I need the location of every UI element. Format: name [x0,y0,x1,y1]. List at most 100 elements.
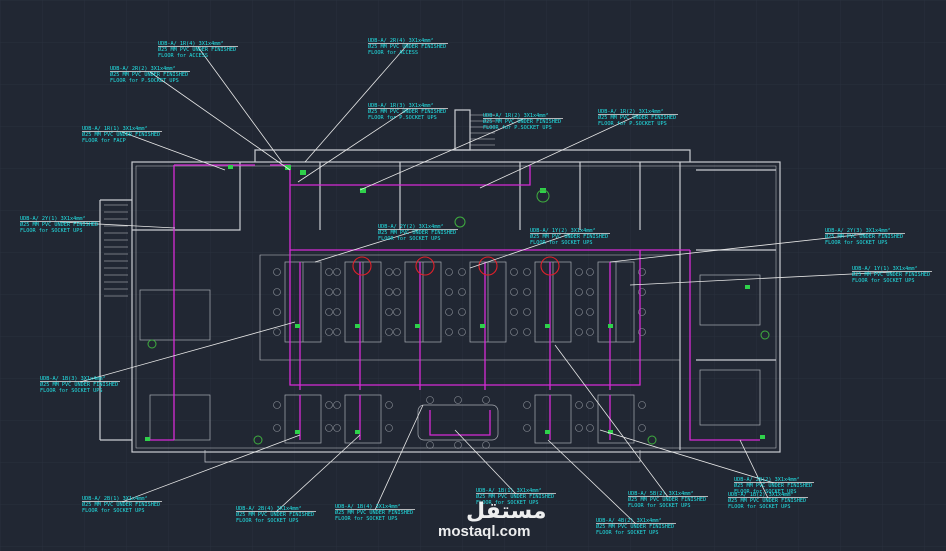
cable-label-line: Ø25 MM PVC UNDER FINISHED [368,43,446,50]
cable-label-line: UDB-A/ 2B(4) 3X1x4mm² [236,506,302,512]
leader-line [359,118,524,191]
cable-label-line: Ø25 MM PVC UNDER FINISHED [20,221,98,228]
cable-label-line: UDB-A/ 2B(1) 3X1x4mm² [82,496,148,502]
plant-symbols [147,189,770,445]
cable-label-line: UDB-A/ 1B(3) 3X1x4mm² [40,376,106,382]
leader-line [121,434,301,503]
cable-label-line: Ø25 MM PVC UNDER FINISHED [734,482,812,489]
cable-label-line: Ø25 MM PVC UNDER FINISHED [728,497,806,504]
cable-label-line: UDB-A/ 2R(4) 3X1x4mm² [368,38,434,44]
red-markers [352,256,560,276]
staircase [104,114,495,297]
cable-label-line: FLOOR for SOCKET UPS [530,240,592,246]
cable-label-line: FLOOR for SOCKET UPS [825,240,887,246]
cable-label-line: UDB-A/ 1R(4) 3X1x4mm² [158,41,224,47]
cable-label-line: FLOOR for P.SOCKET UPS [368,115,437,121]
cable-label-line: Ø25 MM PVC UNDER FINISHED [628,496,706,503]
leader-line [275,434,361,513]
cable-label-line: FLOOR for SOCKET UPS [596,530,658,536]
cable-label-line: Ø25 MM PVC UNDER FINISHED [40,381,118,388]
cable-label-line: UDB-A/ 1R(2) 3X1x4mm² [598,109,664,115]
cable-label-line: UDB-A/ 2R(2) 3X1x4mm² [110,66,176,72]
leader-line [197,46,283,163]
label-leaders [20,43,932,525]
cable-label-line: FLOOR for SOCKET UPS [82,508,144,514]
cable-label-line: Ø25 MM PVC UNDER FINISHED [335,509,413,516]
leader-line [479,114,639,189]
leader-line [547,439,637,525]
leader-line [374,404,424,511]
cable-label-line: FLOOR for P.SOCKET UPS [110,78,179,84]
leader-line [609,233,866,263]
cable-label-line: UDB-A/ 2Y(2) 3X1x4mm² [378,224,444,230]
cable-label-line: Ø25 MM PVC UNDER FINISHED [825,233,903,240]
cable-label-line: Ø25 MM PVC UNDER FINISHED [82,131,160,138]
cable-label-line: UDB-A/ 1B(2) 3X1x4mm² [728,492,794,498]
cable-label-line: FLOOR for SOCKET UPS [628,503,690,509]
cable-label-line: Ø25 MM PVC UNDER FINISHED [483,118,561,125]
cable-label-line: Ø25 MM PVC UNDER FINISHED [598,114,676,121]
cable-label-line: Ø25 MM PVC UNDER FINISHED [368,108,446,115]
cable-label-line: Ø25 MM PVC UNDER FINISHED [236,511,314,518]
cable-label-line: UDB-A/ 1Y(2) 3X1x4mm² [530,228,596,234]
cable-label-line: Ø25 MM PVC UNDER FINISHED [476,493,554,500]
leader-line [121,131,226,171]
cable-label-line: FLOOR for SOCKET UPS [734,489,796,495]
leader-line [297,108,409,183]
cable-label-line: FLOOR for SOCKET UPS [476,500,538,506]
cable-label-line: FLOOR for FACP [82,138,126,144]
cable-label-line: Ø25 MM PVC UNDER FINISHED [852,271,930,278]
cable-label-line: FLOOR for P.SOCKET UPS [598,121,667,127]
cable-label-line: UDB-A/ 5B(2) 3X1x4mm² [628,491,694,497]
cable-label-line: UDB-A/ 1B(1) 3X1x4mm² [476,488,542,494]
cable-label-line: UDB-A/ 2B(2) 3X1x4mm² [734,477,800,483]
cable-label-line: Ø25 MM PVC UNDER FINISHED [596,523,674,530]
cable-label-line: FLOOR for SOCKET UPS [236,518,298,524]
leader-line [554,344,669,498]
watermark-url: mostaql.com [438,523,531,540]
cable-label-line: UDB-A/ 1R(3) 3X1x4mm² [368,103,434,109]
leader-line [304,43,409,163]
cable-label-line: UDB-A/ 1Y(1) 3X1x4mm² [852,266,918,272]
cable-label-line: Ø25 MM PVC UNDER FINISHED [158,46,236,53]
leader-line [79,321,296,383]
leader-line [469,233,571,269]
cable-label-line: Ø25 MM PVC UNDER FINISHED [378,229,456,236]
mostaql-watermark: مستقل mostaql.com [438,499,546,540]
cable-label-line: UDB-A/ 2Y(3) 3X1x4mm² [825,228,891,234]
leader-line [599,429,775,484]
cable-label-line: UDB-A/ 1B(4) 3X1x4mm² [335,504,401,510]
cable-label-line: UDB-A/ 1R(1) 3X1x4mm² [82,126,148,132]
cable-label-line: FLOOR for SOCKET UPS [728,504,790,510]
watermark-arabic: مستقل [466,499,546,524]
cable-label-line: Ø25 MM PVC UNDER FINISHED [82,501,160,508]
leader-line [629,271,893,286]
cable-label-line: FLOOR for SOCKET UPS [852,278,914,284]
leader-line [739,439,769,499]
leader-line [59,221,176,229]
leader-line [314,229,419,263]
